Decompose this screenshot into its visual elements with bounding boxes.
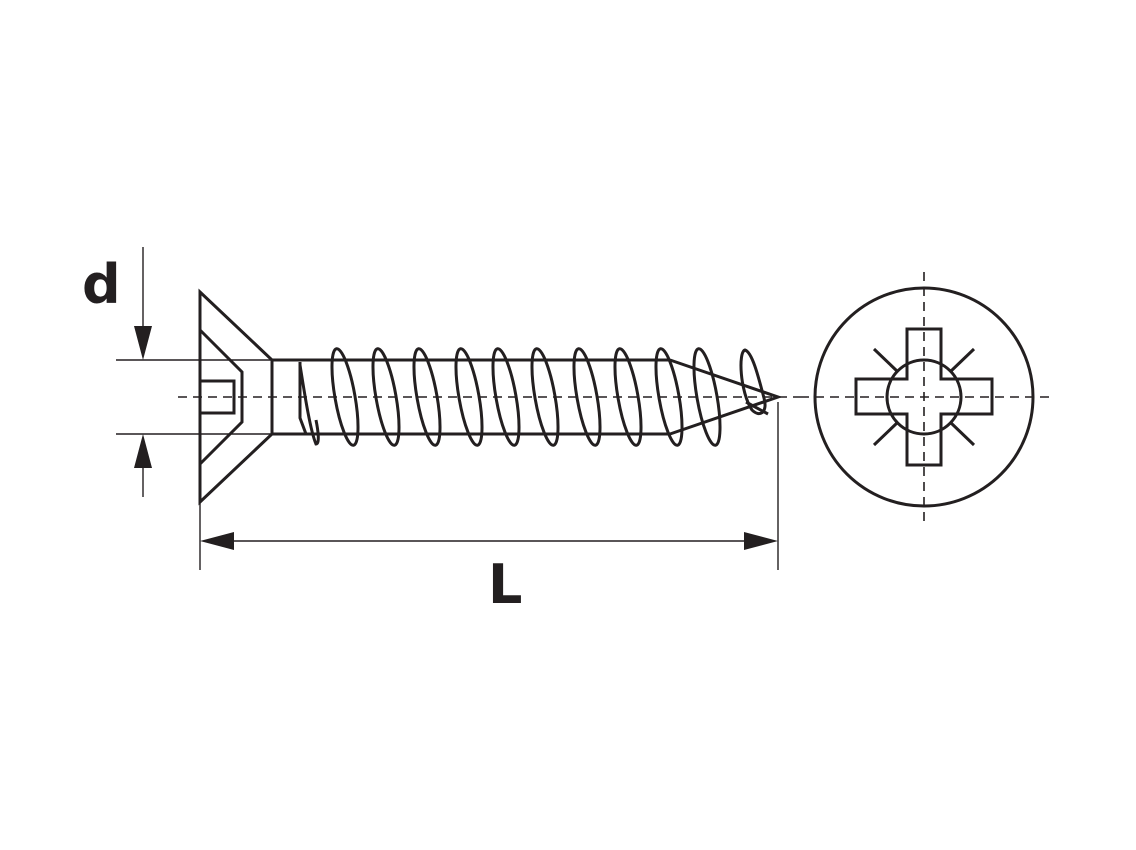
tick-mark	[948, 420, 976, 447]
tick-mark	[872, 347, 900, 374]
thread-loop	[454, 347, 484, 447]
tick-mark	[948, 347, 976, 374]
thread-loop	[371, 347, 401, 447]
screw-tip	[669, 358, 783, 436]
head-recess-outline	[198, 328, 244, 466]
thread-loop	[613, 347, 643, 447]
length-label: L	[488, 553, 522, 616]
thread-loop	[330, 347, 360, 447]
recess-center-circle	[885, 358, 963, 436]
thread-loops	[298, 347, 767, 447]
tip-inner-line	[745, 400, 769, 416]
thread-loop	[654, 347, 684, 447]
pozidriv-tick-marks	[872, 347, 976, 447]
diameter-arrow-down	[134, 326, 152, 360]
screw-side-view	[178, 288, 800, 506]
tick-mark	[872, 420, 900, 447]
head-recess-slot	[198, 379, 236, 415]
cross-recess	[854, 327, 994, 467]
length-dimension: L	[199, 402, 779, 616]
length-arrow-right	[744, 532, 778, 550]
diameter-arrow-up	[134, 434, 152, 468]
thread-loop	[412, 347, 442, 447]
thread-loop-tip	[739, 348, 767, 415]
screw-head-top-view	[800, 272, 1052, 522]
length-arrow-left	[200, 532, 234, 550]
diameter-dimension: d	[82, 247, 272, 497]
diameter-label: d	[82, 253, 121, 316]
thread-loop	[530, 347, 560, 447]
shank-start	[298, 362, 308, 435]
thread-loop	[572, 347, 602, 447]
thread-loop	[692, 347, 722, 447]
thread-loop	[298, 364, 320, 446]
thread-loop	[491, 347, 521, 447]
head-outer-circle	[813, 286, 1035, 508]
